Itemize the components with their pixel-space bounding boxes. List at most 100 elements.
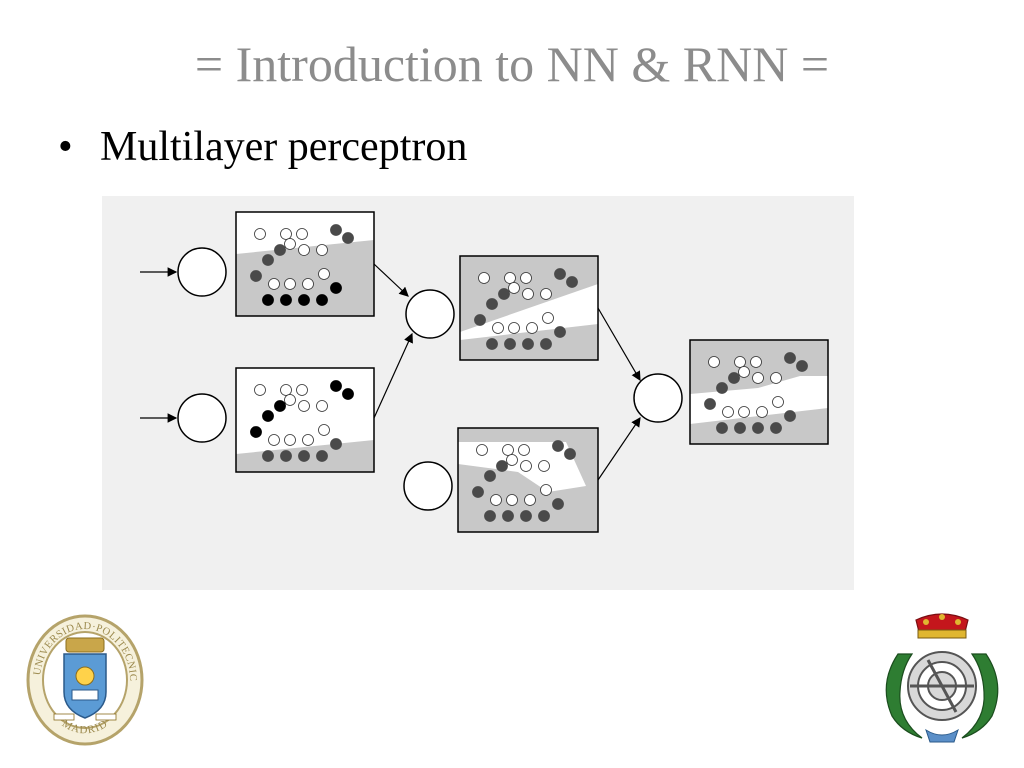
data-dot	[302, 278, 314, 290]
edges	[140, 263, 641, 481]
data-dot	[752, 422, 764, 434]
data-dot	[552, 498, 564, 510]
data-dot	[540, 484, 552, 496]
data-dot	[734, 422, 746, 434]
data-dot	[520, 272, 532, 284]
data-dot	[318, 268, 330, 280]
data-dot	[490, 494, 502, 506]
data-dot	[250, 270, 262, 282]
data-dot	[496, 460, 508, 472]
data-dot	[484, 510, 496, 522]
decision-panel-2	[235, 367, 375, 473]
nodes	[177, 247, 683, 511]
data-dot	[552, 440, 564, 452]
data-dot	[796, 360, 808, 372]
data-dot	[502, 510, 514, 522]
data-dot	[526, 322, 538, 334]
panel-border	[235, 211, 375, 317]
input-node-1	[177, 247, 227, 297]
data-dot	[284, 238, 296, 250]
hidden-node-1	[405, 289, 455, 339]
data-dot	[268, 278, 280, 290]
data-dot	[502, 444, 514, 456]
edge-panel3-output	[597, 307, 641, 382]
data-dot	[554, 268, 566, 280]
data-dot	[538, 510, 550, 522]
universidad-politecnica-seal-icon: UNIVERSIDAD·POLITECNICA MADRID	[26, 614, 144, 746]
data-dot	[298, 244, 310, 256]
data-dot	[262, 254, 274, 266]
data-dot	[484, 470, 496, 482]
data-dot	[708, 356, 720, 368]
data-dot	[564, 448, 576, 460]
data-dot	[770, 422, 782, 434]
data-dot	[316, 244, 328, 256]
data-dot	[734, 356, 746, 368]
data-dot	[504, 338, 516, 350]
data-dot	[704, 398, 716, 410]
data-dot	[770, 372, 782, 384]
data-dot	[492, 322, 504, 334]
data-dot	[524, 494, 536, 506]
data-dot	[522, 338, 534, 350]
data-dot	[518, 444, 530, 456]
data-dot	[330, 282, 342, 294]
data-dot	[280, 228, 292, 240]
data-dot	[280, 384, 292, 396]
slide-title: = Introduction to NN & RNN =	[194, 36, 830, 92]
data-dot	[504, 272, 516, 284]
facultad-informatica-crest-icon	[885, 613, 999, 743]
panels	[235, 211, 829, 533]
data-dot	[316, 294, 328, 306]
edge-panel1-hidden1	[373, 263, 409, 297]
data-dot	[296, 228, 308, 240]
data-dot	[330, 224, 342, 236]
data-dot	[756, 406, 768, 418]
data-dot	[478, 272, 490, 284]
panel-border	[459, 255, 599, 361]
data-dot	[330, 380, 342, 392]
data-dot	[508, 322, 520, 334]
mlp-diagram-canvas	[140, 211, 829, 533]
data-dot	[342, 232, 354, 244]
data-dot	[486, 298, 498, 310]
data-dot	[486, 338, 498, 350]
data-dot	[268, 434, 280, 446]
hidden-node-2	[403, 461, 453, 511]
data-dot	[476, 444, 488, 456]
data-dot	[506, 454, 518, 466]
decision-panel-4	[457, 427, 599, 533]
data-dot	[540, 288, 552, 300]
panel-border	[457, 427, 599, 533]
decision-panel-5	[689, 339, 829, 445]
data-dot	[542, 312, 554, 324]
data-dot	[728, 372, 740, 384]
data-dot	[566, 276, 578, 288]
bullet-text: Multilayer perceptron	[100, 124, 468, 170]
edge-panel4-output	[597, 417, 641, 481]
data-dot	[330, 438, 342, 450]
data-dot	[522, 288, 534, 300]
bullet-dot-icon: •	[58, 124, 73, 170]
svg-text:MADRID: MADRID	[60, 717, 110, 736]
decision-panel-1	[235, 211, 375, 317]
data-dot	[716, 422, 728, 434]
data-dot	[752, 372, 764, 384]
data-dot	[520, 510, 532, 522]
data-dot	[738, 406, 750, 418]
data-dot	[280, 450, 292, 462]
data-dot	[506, 494, 518, 506]
data-dot	[284, 394, 296, 406]
edge-panel2-hidden1	[373, 332, 413, 419]
data-dot	[254, 228, 266, 240]
data-dot	[254, 384, 266, 396]
data-dot	[284, 434, 296, 446]
data-dot	[772, 396, 784, 408]
data-dot	[750, 356, 762, 368]
data-dot	[538, 460, 550, 472]
data-dot	[540, 338, 552, 350]
data-dot	[274, 244, 286, 256]
data-dot	[784, 352, 796, 364]
data-dot	[302, 434, 314, 446]
data-dot	[784, 410, 796, 422]
